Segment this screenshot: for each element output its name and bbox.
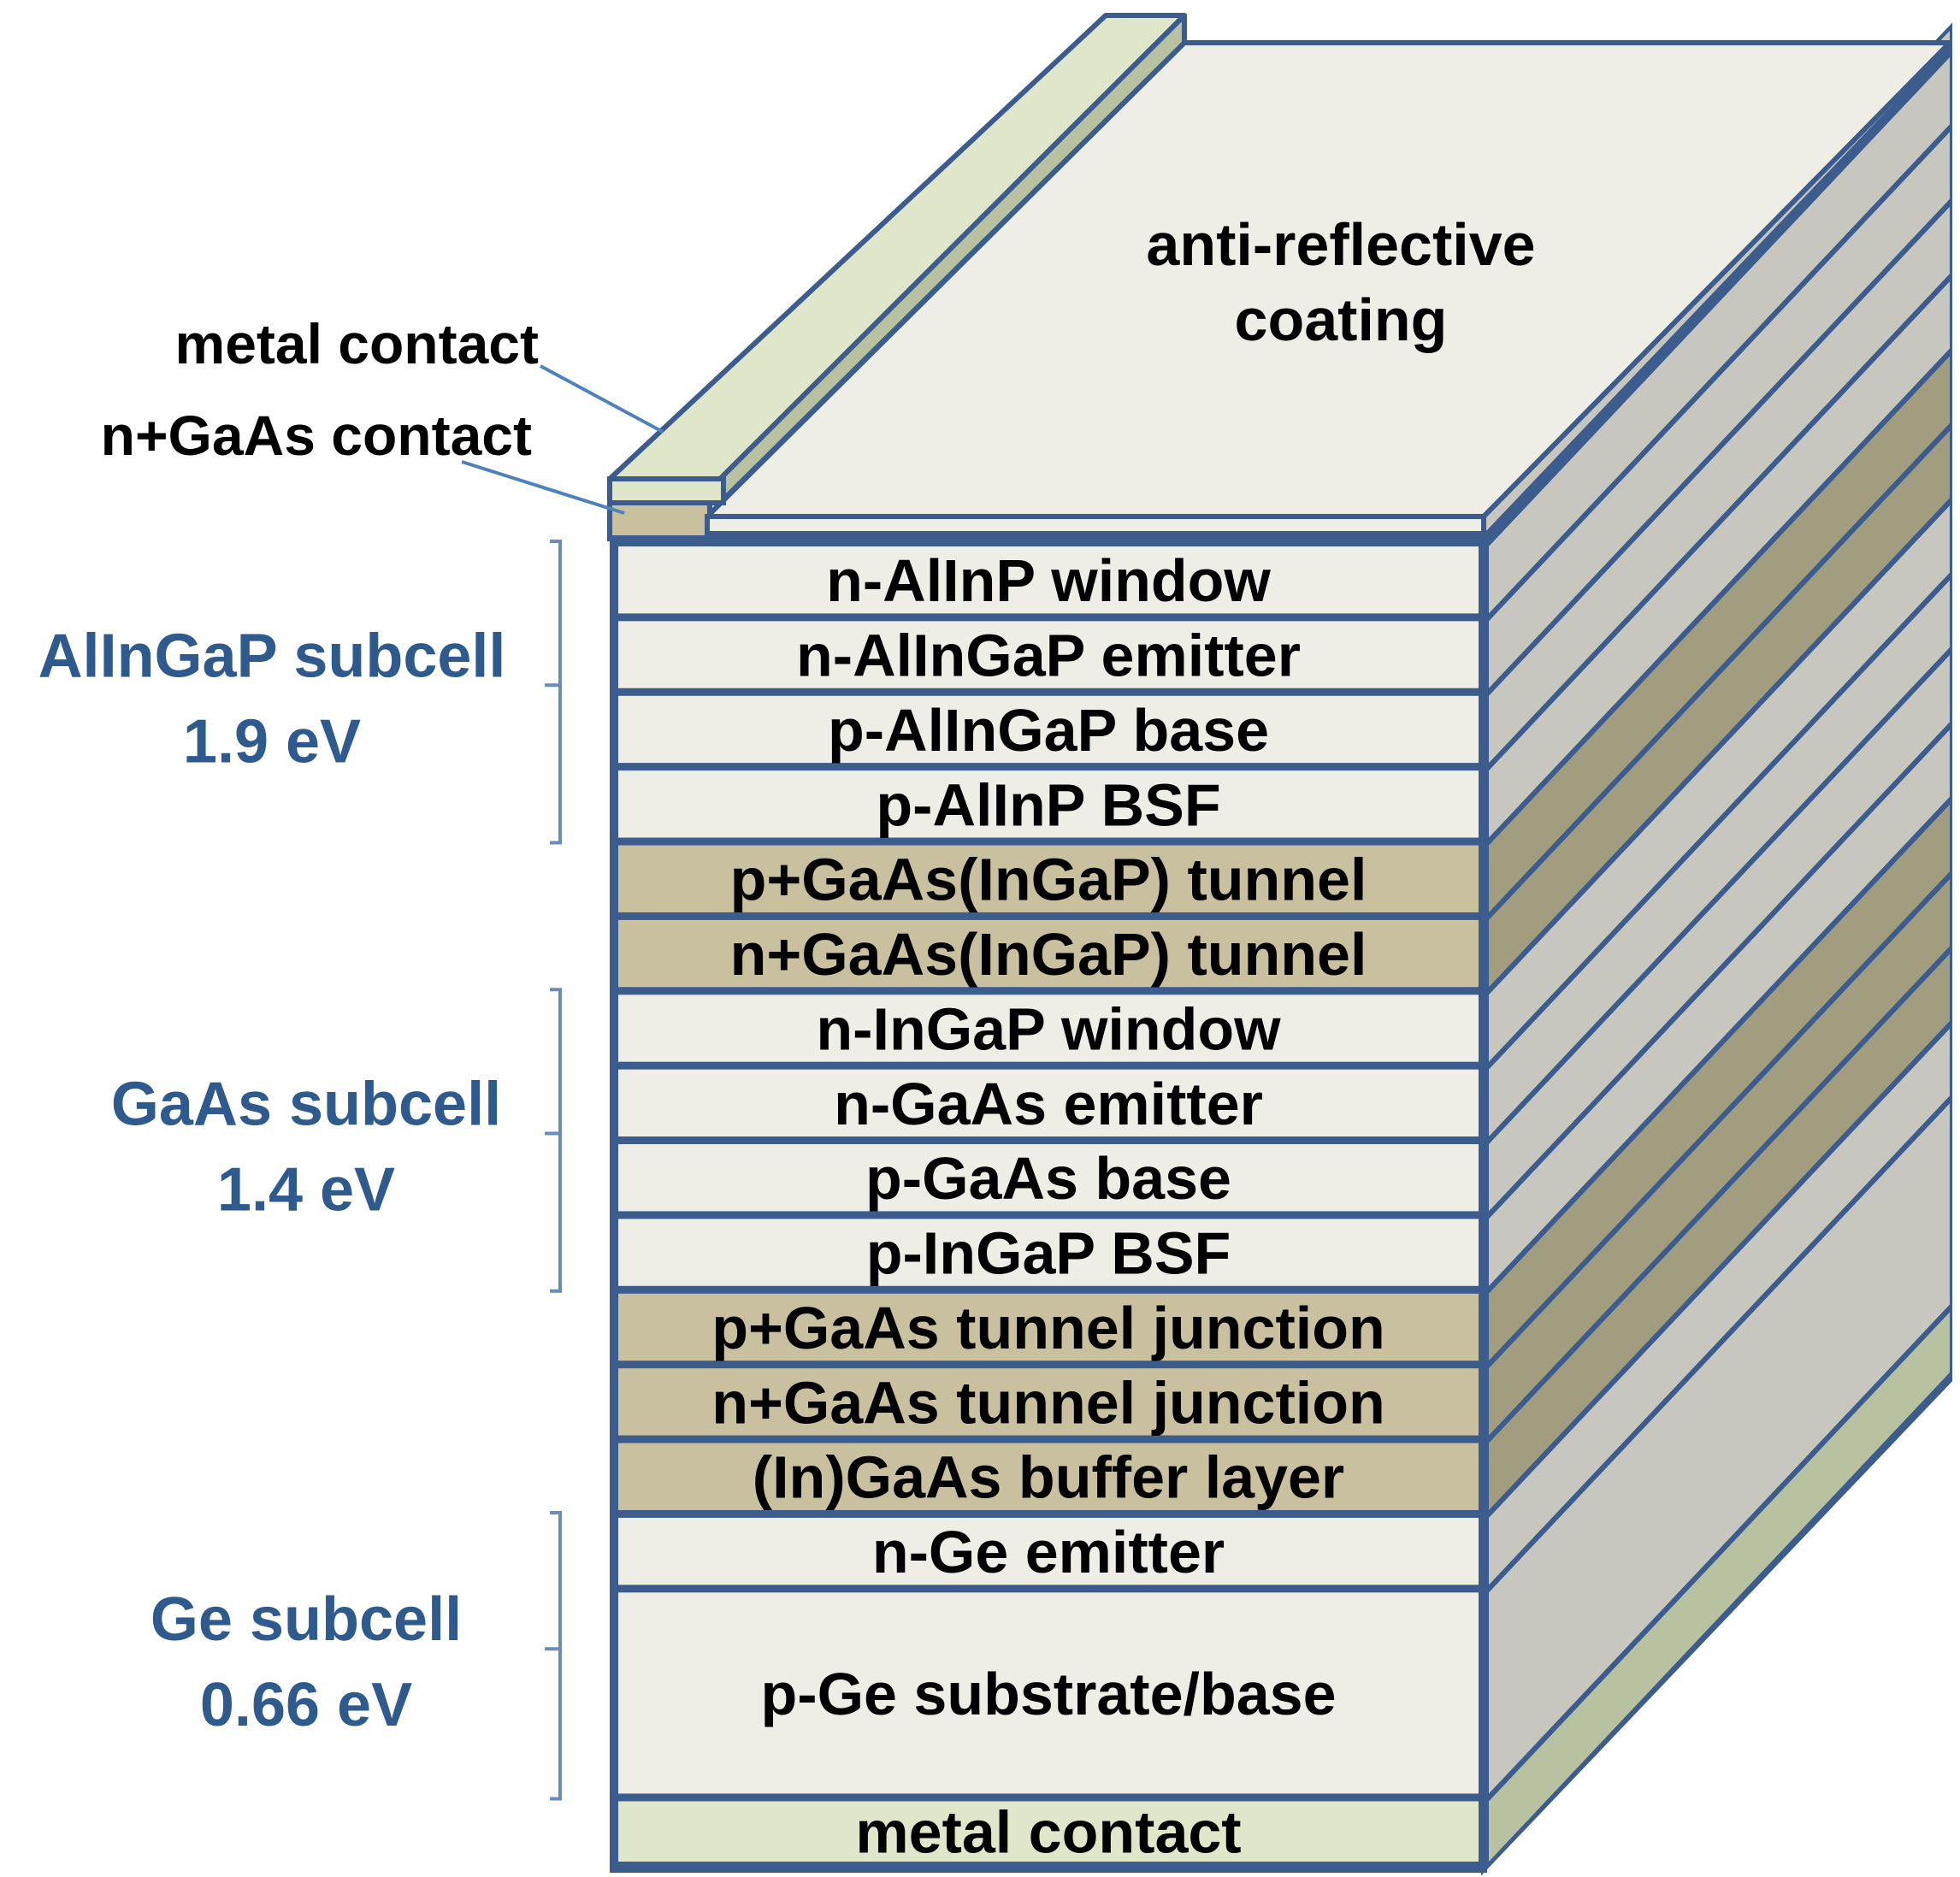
stack-side-face xyxy=(1481,22,1952,1876)
layer-label: n+GaAs tunnel junction xyxy=(711,1369,1385,1436)
layer-fill xyxy=(618,1144,1479,1212)
subcell-group: GaAs subcell 1.4 eV xyxy=(111,988,562,1293)
side-stripe xyxy=(1489,505,1950,1062)
layer-fill xyxy=(618,1069,1479,1137)
side-stripe xyxy=(1489,430,1950,988)
layer-label: p-GaAs base xyxy=(865,1145,1231,1212)
layer-label: p+GaAs tunnel junction xyxy=(711,1295,1385,1361)
layer-fill xyxy=(618,1801,1479,1862)
side-stripe xyxy=(1489,1312,1950,1862)
layer-fill xyxy=(618,1368,1479,1436)
layer-label: n-GaAs emitter xyxy=(834,1071,1263,1137)
layer-fill xyxy=(618,695,1479,764)
subcell-energy: 1.9 eV xyxy=(183,707,361,776)
layer-fill xyxy=(618,621,1479,688)
subcell-name: Ge subcell xyxy=(151,1585,462,1654)
layer: p+GaAs tunnel junction xyxy=(618,1293,1479,1361)
subcell-name: GaAs subcell xyxy=(111,1071,501,1139)
subcell-bracket xyxy=(545,1510,562,1801)
layer: n+GaAs tunnel junction xyxy=(618,1368,1479,1436)
coating-front-edge xyxy=(705,514,1486,536)
layer-fill xyxy=(618,1293,1479,1361)
side-stripe xyxy=(1489,655,1950,1212)
subcell-energy: 1.4 eV xyxy=(217,1156,395,1225)
layer: p-AlInP BSF xyxy=(618,770,1479,838)
side-stripe xyxy=(1489,804,1950,1361)
side-stripe xyxy=(1489,953,1950,1510)
layer-label: p-AlInP BSF xyxy=(876,771,1220,838)
layer-label: n-InGaP window xyxy=(816,995,1281,1062)
side-stripe xyxy=(1489,281,1950,838)
subcell-name: AlInGaP subcell xyxy=(38,622,506,690)
n-gaas-contact-leader-line xyxy=(461,460,625,515)
layer-label: p+GaAs(InGaP) tunnel xyxy=(730,847,1367,913)
subcell-group: Ge subcell 0.66 eV xyxy=(151,1510,562,1801)
layer: n-GaAs emitter xyxy=(618,1069,1479,1137)
side-stripe xyxy=(1489,729,1950,1286)
subcell-bracket xyxy=(545,540,562,845)
side-stripe xyxy=(1489,879,1950,1436)
layer: n-InGaP window xyxy=(618,995,1479,1062)
side-stripe xyxy=(1489,206,1950,764)
metal-contact-strip-front xyxy=(607,476,726,505)
layer-fill xyxy=(618,1517,1479,1585)
layer-fill xyxy=(618,919,1479,988)
layer: p-Ge substrate/base xyxy=(618,1592,1479,1794)
layer: p-InGaP BSF xyxy=(618,1219,1479,1287)
layer: p-AlInGaP base xyxy=(618,695,1479,764)
side-stripe xyxy=(1489,580,1950,1137)
subcell-group: AlInGaP subcell 1.9 eV xyxy=(38,540,562,845)
front-layer-stack: n-AlInP window n-AlInGaP emitter p-AlInGaP… xyxy=(610,535,1487,1873)
layer: p-GaAs base xyxy=(618,1144,1479,1212)
n-gaas-contact-callout: n+GaAs contact xyxy=(101,404,532,467)
side-stripe xyxy=(1489,1103,1950,1794)
layer-label: p-InGaP BSF xyxy=(866,1220,1231,1287)
metal-contact-leader-line xyxy=(540,364,664,434)
layer: n-AlInP window xyxy=(618,546,1479,614)
layer: (In)GaAs buffer layer xyxy=(618,1443,1479,1511)
layer-fill xyxy=(618,546,1479,614)
layer: n-AlInGaP emitter xyxy=(618,621,1479,689)
side-stripe xyxy=(1489,57,1950,614)
layer-fill xyxy=(618,1592,1479,1794)
layer: n-Ge emitter xyxy=(618,1517,1479,1585)
metal-contact-callout: metal contact xyxy=(175,312,539,375)
layer: n+GaAs(InGaP) tunnel xyxy=(618,919,1479,988)
subcell-bracket xyxy=(545,988,562,1293)
layer-fill xyxy=(618,770,1479,838)
layer-label: p-AlInGaP base xyxy=(828,697,1269,764)
layer-fill xyxy=(618,995,1479,1062)
layer-label: n+GaAs(InGaP) tunnel xyxy=(730,921,1367,988)
side-stripe xyxy=(1489,132,1950,688)
n-gaas-contact-front xyxy=(607,500,712,541)
layer: p+GaAs(InGaP) tunnel xyxy=(618,845,1479,913)
layer-label: n-AlInP window xyxy=(826,547,1271,614)
layer-label: n-Ge emitter xyxy=(872,1519,1225,1585)
coating-label-line1: anti-reflective xyxy=(1146,211,1535,278)
layer-fill xyxy=(618,1443,1479,1510)
side-stripe xyxy=(1489,356,1950,912)
subcell-energy: 0.66 eV xyxy=(200,1671,412,1739)
layer-fill xyxy=(618,1219,1479,1286)
layer-fill xyxy=(618,845,1479,912)
layer: metal contact xyxy=(618,1799,1479,1866)
layer-label: n-AlInGaP emitter xyxy=(796,623,1301,689)
layer-label: (In)GaAs buffer layer xyxy=(753,1444,1344,1511)
side-stripe xyxy=(1489,1028,1950,1585)
layer-label: metal contact xyxy=(855,1799,1241,1866)
layer-label: p-Ge substrate/base xyxy=(761,1661,1337,1727)
coating-label-line2: coating xyxy=(1235,286,1448,353)
